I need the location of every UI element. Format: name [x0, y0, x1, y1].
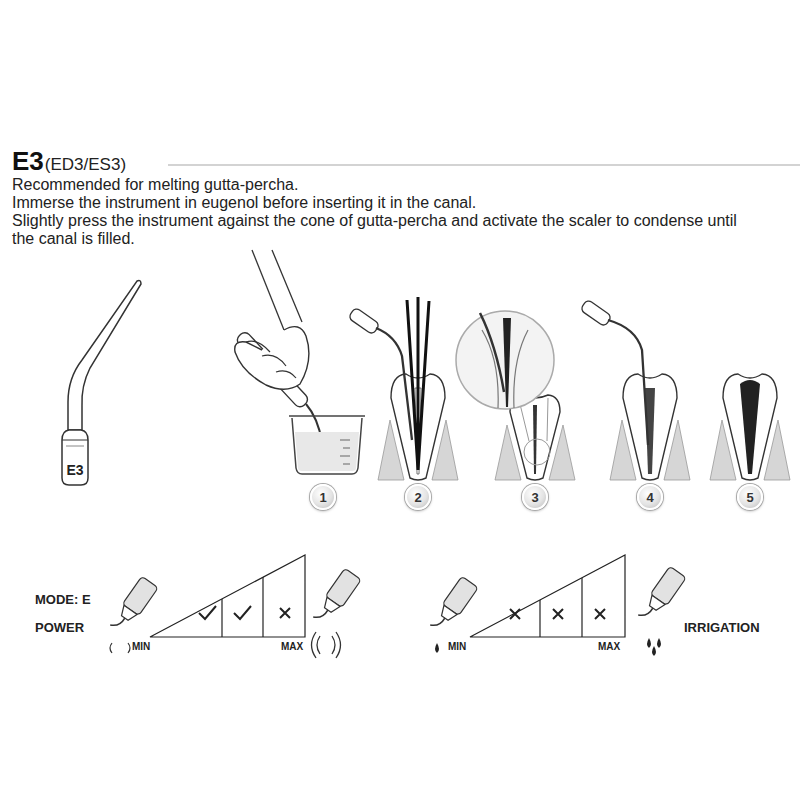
- tip-body: [62, 430, 88, 485]
- tip-thread: [66, 446, 84, 447]
- cross-mark: [280, 608, 290, 618]
- tip-in-canal: [376, 328, 412, 440]
- scale-max: MAX: [598, 641, 620, 653]
- tooth-step-3: [456, 311, 575, 480]
- hand-outline: [235, 327, 309, 390]
- callout-text: 5: [746, 491, 753, 504]
- callout-text: 2: [414, 491, 421, 504]
- callout-number: 2: [405, 484, 431, 510]
- tooth-step-2: [348, 297, 458, 480]
- callout-number: 4: [637, 484, 663, 510]
- vibration-large: [312, 632, 341, 658]
- callout-text: 3: [531, 491, 538, 504]
- gutta-percha-cone: [503, 318, 511, 407]
- power-scale: [109, 555, 362, 658]
- scale-max: MAX: [281, 641, 303, 653]
- magnifier: [456, 311, 554, 409]
- scale-divider: [539, 600, 540, 637]
- handpiece-tip: [313, 605, 328, 621]
- mode-label: MODE: E: [35, 593, 91, 608]
- tip-drawing: [62, 280, 141, 485]
- cross-mark: [553, 609, 563, 619]
- handpiece-nose: [321, 597, 340, 614]
- arm-line: [272, 250, 302, 322]
- handpiece-nose: [646, 595, 665, 612]
- handpiece-tip: [638, 603, 653, 619]
- scale-triangle: [470, 555, 625, 637]
- callout-number: 1: [310, 484, 336, 510]
- eugenol-liquid: [295, 432, 359, 471]
- handpiece-icon: [312, 568, 362, 627]
- handpiece-icon: [109, 576, 159, 635]
- tooth-step-5: [710, 374, 790, 480]
- tip-code: E3: [66, 462, 83, 478]
- tip-magnified: [480, 313, 504, 392]
- scale-divider: [221, 599, 222, 637]
- cross-mark: [510, 609, 520, 619]
- magnifier-line: [547, 398, 548, 441]
- irrigation-scale: [429, 555, 687, 656]
- beaker-rim: [289, 415, 365, 417]
- title: E3: [12, 147, 44, 177]
- magnifier-line: [520, 404, 529, 441]
- handpiece-tip: [110, 613, 125, 629]
- beaker-scale: [340, 440, 350, 464]
- scale-triangle: [150, 555, 305, 637]
- tooth: [723, 374, 777, 480]
- arm-line: [252, 250, 284, 330]
- finger-line: [246, 341, 296, 378]
- handpiece: [580, 299, 612, 327]
- water-drops: [647, 638, 661, 656]
- tooth: [623, 374, 677, 480]
- check-mark: [234, 606, 251, 619]
- handpiece-icon: [429, 576, 479, 635]
- handpiece-nose: [118, 605, 137, 622]
- handpiece-nose: [438, 605, 457, 622]
- callout-text: 1: [319, 491, 326, 504]
- callout-number: 5: [737, 484, 763, 510]
- scale-divider: [581, 578, 582, 637]
- axis-title: IRRIGATION: [684, 621, 760, 636]
- callout-text: 4: [646, 491, 653, 504]
- gutta-percha-cones: [407, 297, 429, 470]
- tooth-step-4: [580, 299, 690, 480]
- header-rule: [168, 164, 800, 166]
- scale-min: MIN: [132, 641, 150, 653]
- instruction-text: Immerse the instrument in eugenol before…: [12, 194, 476, 212]
- handpiece: [348, 307, 380, 335]
- instruction-text: Slightly press the instrument against th…: [12, 212, 747, 249]
- cross-mark: [595, 609, 605, 619]
- handpiece-icon: [637, 566, 687, 625]
- hand-drawing: [235, 250, 365, 474]
- model-codes: (ED3/ES3): [45, 155, 126, 175]
- tip-neck: [68, 280, 141, 430]
- handpiece-tip: [430, 613, 445, 629]
- vibration-small: [110, 643, 130, 653]
- callout-number: 3: [522, 484, 548, 510]
- beaker: [292, 418, 362, 474]
- scale-divider: [262, 577, 263, 637]
- detail-circle: [524, 439, 550, 465]
- axis-title: POWER: [35, 621, 84, 636]
- tip-thread: [62, 440, 88, 441]
- check-mark: [199, 606, 216, 619]
- instruction-text: Recommended for melting gutta-percha.: [12, 176, 298, 194]
- filled-canal: [740, 380, 760, 474]
- scale-min: MIN: [448, 641, 466, 653]
- water-drop: [435, 643, 439, 653]
- tip-in-canal: [608, 320, 648, 445]
